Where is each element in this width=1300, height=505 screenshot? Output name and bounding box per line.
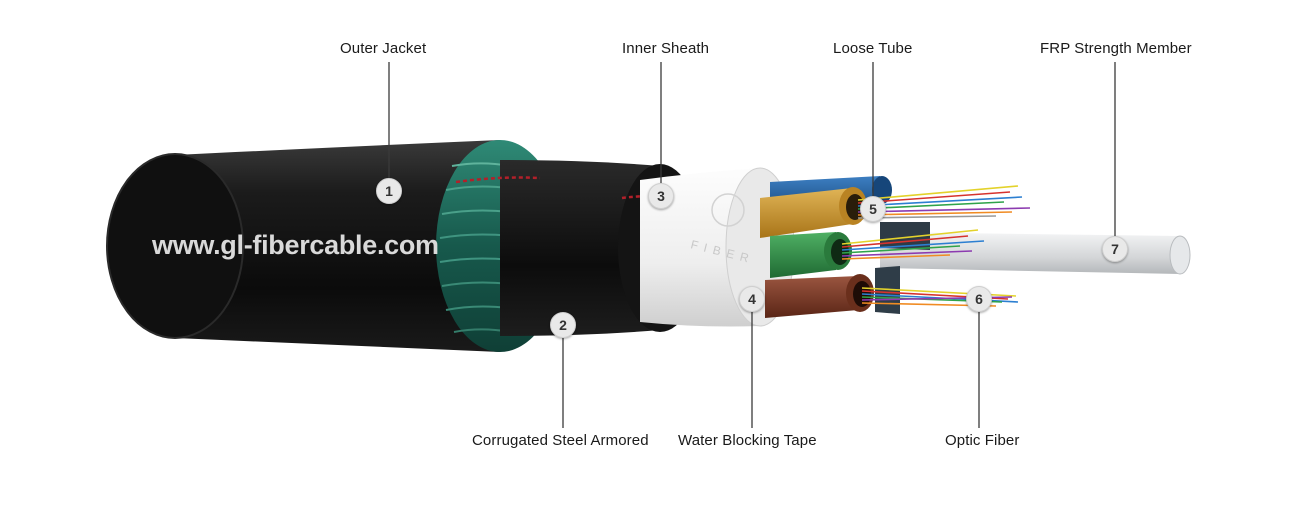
label-inner-sheath: Inner Sheath [622,40,710,57]
outer-jacket [106,140,500,352]
marker-optic-fiber: 6 [966,286,992,312]
marker-water-blocking-tape: 4 [739,286,765,312]
label-corrugated-steel-armored: Corrugated Steel Armored [472,432,649,449]
leader-lines [388,62,1116,428]
loose-tubes [760,176,930,318]
marker-loose-tube: 5 [860,196,886,222]
marker-corrugated-steel-armored: 2 [550,312,576,338]
label-optic-fiber: Optic Fiber [945,432,1020,449]
watermark-url: www.gl-fibercable.com [152,230,439,260]
label-frp-strength-member: FRP Strength Member [1040,40,1192,57]
label-loose-tube: Loose Tube [833,40,913,57]
marker-outer-jacket: 1 [376,178,402,204]
label-outer-jacket: Outer Jacket [340,40,427,57]
marker-inner-sheath: 3 [648,183,674,209]
label-water-blocking-tape: Water Blocking Tape [678,432,817,449]
marker-frp-strength-member: 7 [1102,236,1128,262]
